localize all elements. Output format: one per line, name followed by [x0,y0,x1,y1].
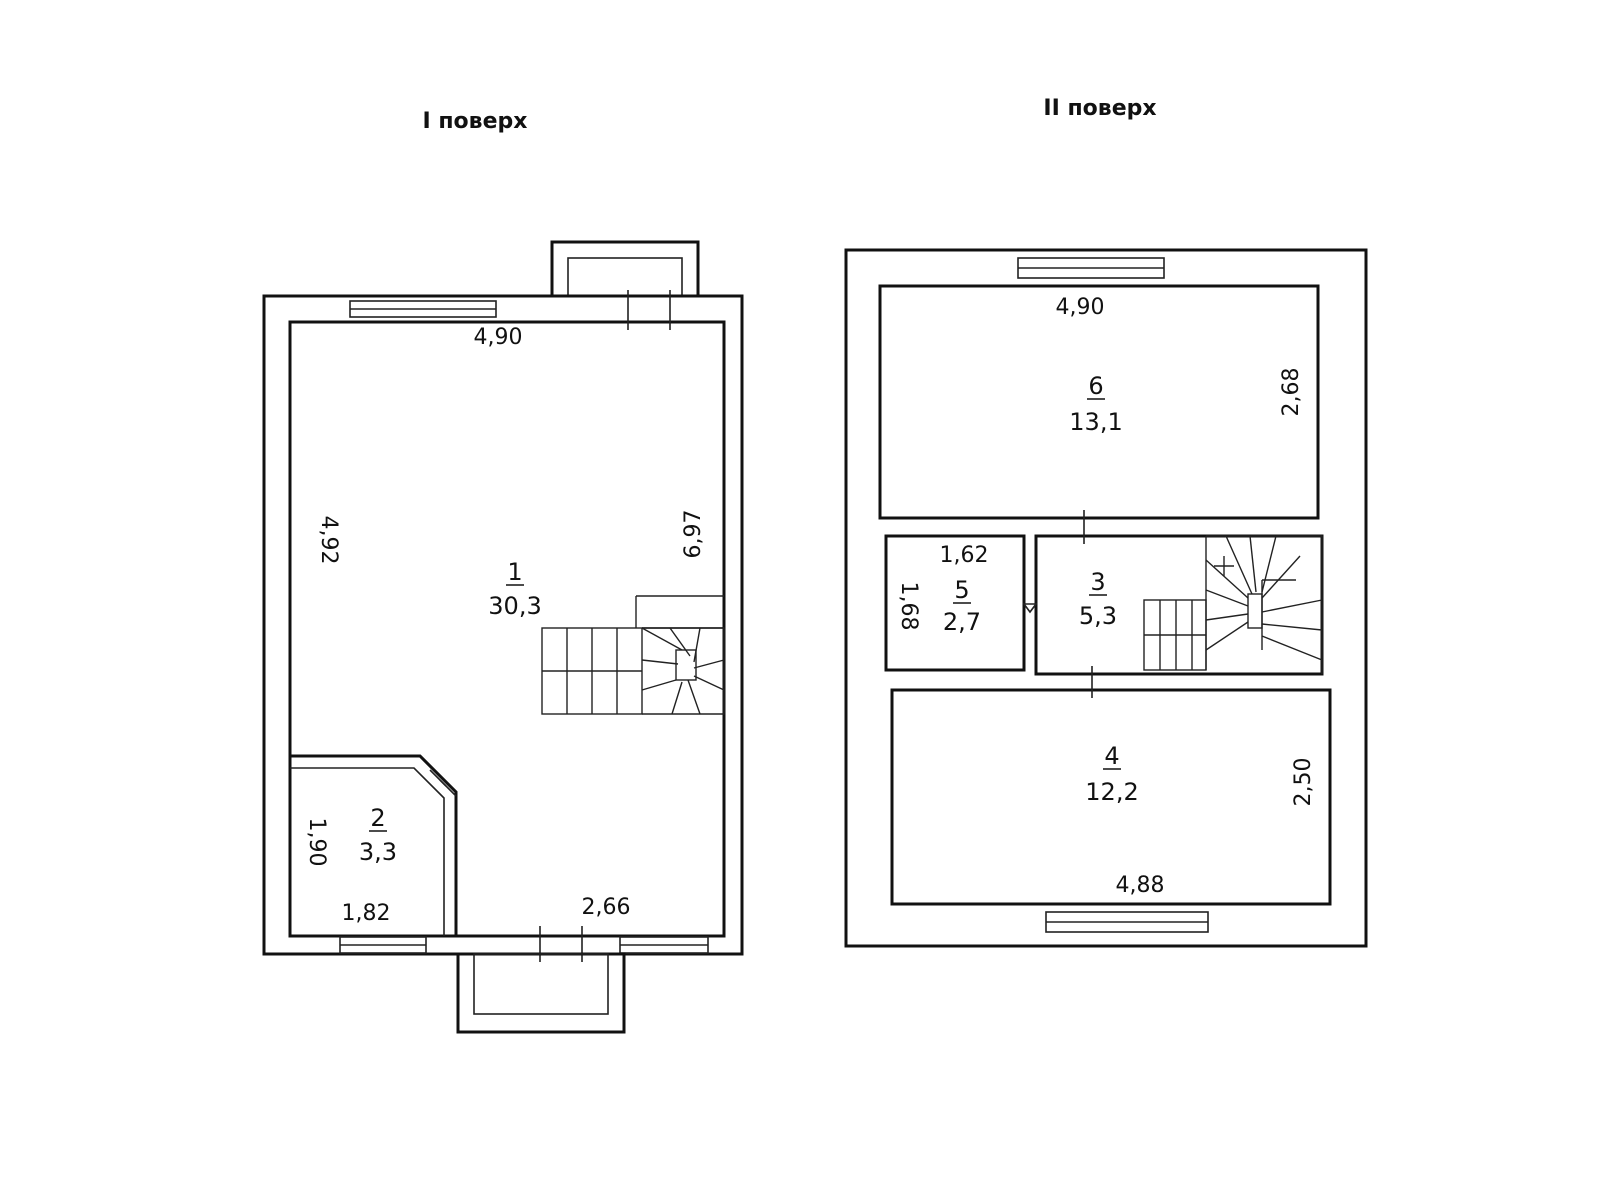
outer-wall [262,294,744,956]
room-5-area: 2,7 [943,608,981,636]
dim-bottom: 4,88 [1116,873,1165,898]
staircase-floor-1 [541,595,725,715]
room-3-number: 3 [1090,568,1105,596]
room-1-area: 30,3 [488,592,541,620]
dim-right: 6,97 [681,510,706,559]
room-3-area: 5,3 [1079,602,1117,630]
dim-top: 4,90 [1056,295,1105,320]
room-4-area: 12,2 [1085,778,1138,806]
dim-room2-side: 1,90 [304,818,329,867]
dim-hall-width: 1,62 [940,543,989,568]
dim-hall-height: 1,68 [896,582,921,631]
dim-top: 4,90 [474,325,523,350]
room-2-area: 3,3 [359,838,397,866]
dim-right-upper: 2,68 [1279,368,1304,417]
room-6-area: 13,1 [1069,408,1122,436]
dim-left: 4,92 [316,516,341,565]
room-4-number: 4 [1104,742,1119,770]
floor-1-plan: I поверх [262,109,744,1034]
dim-right-lower: 2,50 [1291,758,1316,807]
room-1-number: 1 [507,558,522,586]
room-4-walls [890,688,1332,906]
dim-room2-bottom: 1,82 [342,901,391,926]
dim-bottom: 2,66 [582,895,631,920]
room-6-walls [878,284,1320,520]
floor-1-title: I поверх [423,109,528,134]
room-6-number: 6 [1088,372,1103,400]
staircase-floor-2 [1143,535,1323,674]
room-5-number: 5 [954,576,969,604]
room-2-number: 2 [370,804,385,832]
floor-2-plan: II поверх [844,96,1368,948]
floor-2-title: II поверх [1043,96,1156,121]
balcony-top [550,240,700,298]
outer-wall [844,248,1368,948]
room-5-walls [884,534,1026,672]
inner-wall [288,320,726,938]
balcony-bottom [456,952,626,1034]
